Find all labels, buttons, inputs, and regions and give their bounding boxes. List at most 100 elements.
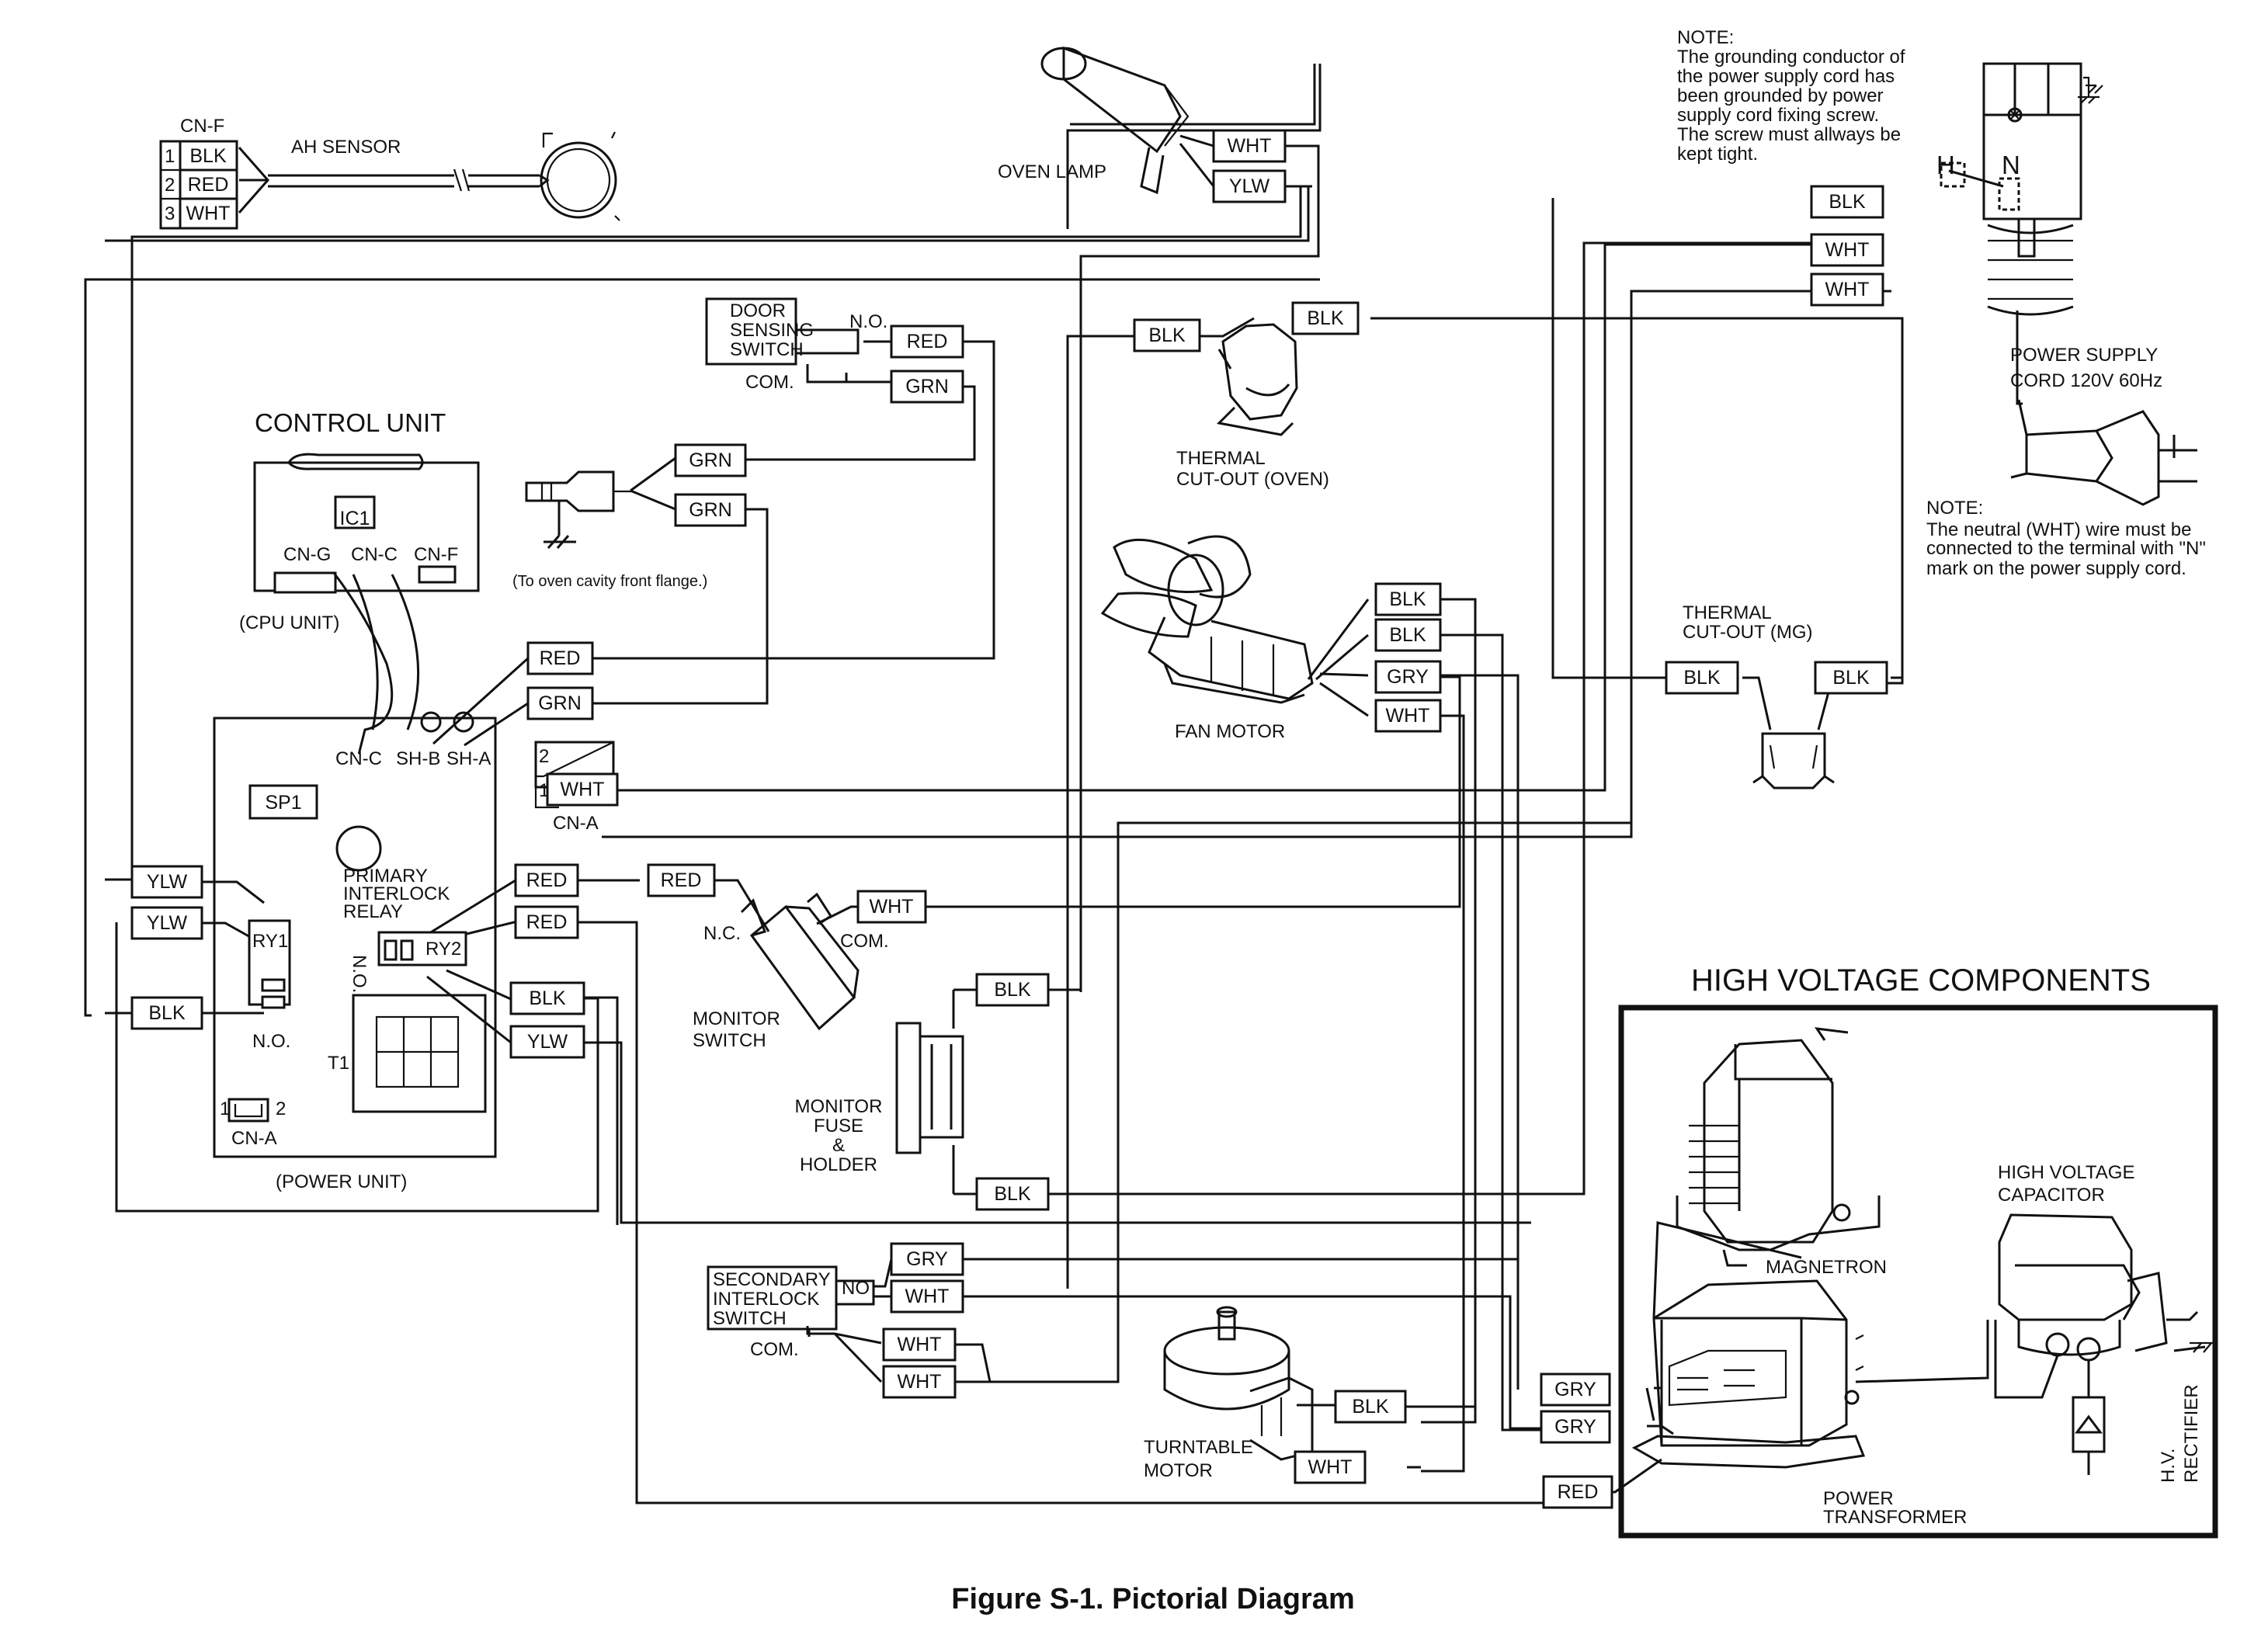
tag-cnf-blk: BLK <box>189 145 227 167</box>
wires <box>84 64 1904 1504</box>
component-labels: CN-F 1 2 3 AH SENSOR OVEN LAMP DOOR SENS… <box>165 116 2162 1481</box>
tag-fuse-blk1: BLK <box>994 979 1031 1001</box>
tag-pt-gry1: GRY <box>1554 1379 1596 1400</box>
thermal-cutout-oven <box>1216 323 1298 436</box>
oven-lamp-label: OVEN LAMP <box>998 161 1106 182</box>
note1-line5: supply cord fixing screw. <box>1677 105 1879 126</box>
cn-a-pin2: 2 <box>539 746 549 767</box>
tag-mg-blk2: BLK <box>1832 667 1870 689</box>
tag-sec-wht3: WHT <box>898 1371 942 1393</box>
cn-a2-pin1: 1 <box>220 1098 230 1119</box>
wire-tags: BLK RED WHT WHT YLW RED GRN GRN GRN RED … <box>130 129 1888 1509</box>
tag-cnf-wht: WHT <box>186 203 231 224</box>
cpu-unit-label: (CPU UNIT) <box>239 613 339 633</box>
tag-sha-grn: GRN <box>538 692 582 714</box>
monitor-com-label: COM. <box>840 931 889 952</box>
tag-cord-wht1: WHT <box>1825 239 1870 261</box>
turntable-label-2: MOTOR <box>1144 1460 1213 1481</box>
notes: NOTE: The grounding conductor of the pow… <box>1677 27 2206 579</box>
rectifier-label-2: RECTIFIER <box>2181 1384 2202 1483</box>
control-unit <box>213 453 615 1158</box>
sec-switch-no: NO <box>842 1278 870 1299</box>
secondary-interlock-switch <box>707 1265 875 1337</box>
tag-cna-wht: WHT <box>561 779 605 800</box>
ic1-label: IC1 <box>340 508 370 529</box>
cord-h-label: H <box>1936 151 1955 179</box>
monitor-nc-label: N.C. <box>703 923 741 944</box>
fan-motor <box>1100 535 1314 704</box>
tco-oven-label-2: CUT-OUT (OVEN) <box>1176 469 1329 490</box>
tag-lamp-wht: WHT <box>1228 135 1272 157</box>
thermal-cutout-mg <box>1752 732 1835 790</box>
sec-switch-label-3: SWITCH <box>713 1308 787 1329</box>
monitor-switch-label-1: MONITOR <box>693 1008 780 1029</box>
figure-caption: Figure S-1. Pictorial Diagram <box>951 1583 1354 1615</box>
tag-fan-blk2: BLK <box>1389 624 1426 646</box>
monitor-switch-label-2: SWITCH <box>693 1030 766 1051</box>
tag-ds-grn: GRN <box>905 376 949 397</box>
tag-red-mid: RED <box>661 869 702 891</box>
tag-ds-red: RED <box>907 331 948 352</box>
tag-sec-gry: GRY <box>906 1248 948 1270</box>
fuse-label-2: FUSE <box>814 1116 863 1137</box>
cn-a-label: CN-A <box>553 813 599 834</box>
fuse-label-4: HOLDER <box>800 1154 877 1175</box>
transformer-label-2: TRANSFORMER <box>1823 1507 1967 1528</box>
control-unit-label: CONTROL UNIT <box>255 408 446 437</box>
cn-f-pin3: 3 <box>165 203 175 224</box>
sec-switch-com: COM. <box>750 1339 799 1360</box>
oven-lamp <box>1040 46 1190 195</box>
tag-pir-blk: BLK <box>529 987 566 1009</box>
cn-f2-label: CN-F <box>414 544 458 565</box>
note1-line1: NOTE: <box>1677 27 1734 48</box>
tco-mg-label-1: THERMAL <box>1683 602 1772 623</box>
turntable-label-1: TURNTABLE <box>1144 1437 1253 1458</box>
tag-pt-red: RED <box>1558 1481 1599 1503</box>
note1-line2: The grounding conductor of <box>1677 47 1905 68</box>
monitor-fuse <box>895 990 964 1194</box>
tag-gnd-grn2: GRN <box>689 499 732 521</box>
relay-label-3: RELAY <box>343 901 403 922</box>
cn-f-label: CN-F <box>180 116 224 137</box>
note1-line6: The screw must allways be <box>1677 124 1901 145</box>
cavity-flange-label: (To oven cavity front flange.) <box>512 573 707 590</box>
tag-lamp-ylw: YLW <box>1229 175 1270 197</box>
note1-line3: the power supply cord has <box>1677 66 1895 87</box>
magnetron-label: MAGNETRON <box>1766 1257 1887 1278</box>
rectifier-label-1: H.V. <box>2158 1449 2179 1483</box>
ground-symbol <box>2078 76 2100 104</box>
note2-line2: The neutral (WHT) wire must be <box>1926 519 2191 540</box>
cord-label-2: CORD 120V 60Hz <box>2010 370 2162 391</box>
tag-tt-wht: WHT <box>1308 1456 1353 1478</box>
relay-no-label: N.O. <box>349 955 370 993</box>
cn-a2-pin2: 2 <box>276 1098 286 1119</box>
monitor-switch <box>740 892 860 1031</box>
tco-mg-label-2: CUT-OUT (MG) <box>1683 622 1813 643</box>
power-cord <box>1940 62 2197 506</box>
door-switch-label-1: DOOR <box>730 300 786 321</box>
cn-a-pin1: 1 <box>539 780 549 801</box>
transformer-label-1: POWER <box>1823 1488 1894 1509</box>
tag-sec-wht1: WHT <box>905 1286 950 1307</box>
fuse-label-3: & <box>832 1135 845 1156</box>
tag-cnf-red: RED <box>188 174 229 196</box>
tag-pir-red2: RED <box>526 911 568 933</box>
hv-title: HIGH VOLTAGE COMPONENTS <box>1691 963 2151 998</box>
tag-fan-blk1: BLK <box>1389 588 1426 610</box>
tag-cord-blk: BLK <box>1829 191 1866 213</box>
door-switch-label-3: SWITCH <box>730 339 804 360</box>
note1-line7: kept tight. <box>1677 144 1758 165</box>
tag-fuse-blk2: BLK <box>994 1183 1031 1205</box>
tag-sec-wht2: WHT <box>898 1334 942 1355</box>
tag-shb-red: RED <box>540 647 581 669</box>
note1-line4: been grounded by power <box>1677 85 1884 106</box>
tag-tco-blk1: BLK <box>1148 324 1186 346</box>
tag-tco-blk2: BLK <box>1307 307 1344 329</box>
tag-fan-gry: GRY <box>1387 666 1429 688</box>
t1-label: T1 <box>328 1053 349 1074</box>
cavity-ground-clip <box>525 470 633 549</box>
tag-pir-ylw: YLW <box>527 1031 568 1053</box>
door-sensing-switch <box>705 297 860 383</box>
cn-c-label: CN-C <box>351 544 398 565</box>
